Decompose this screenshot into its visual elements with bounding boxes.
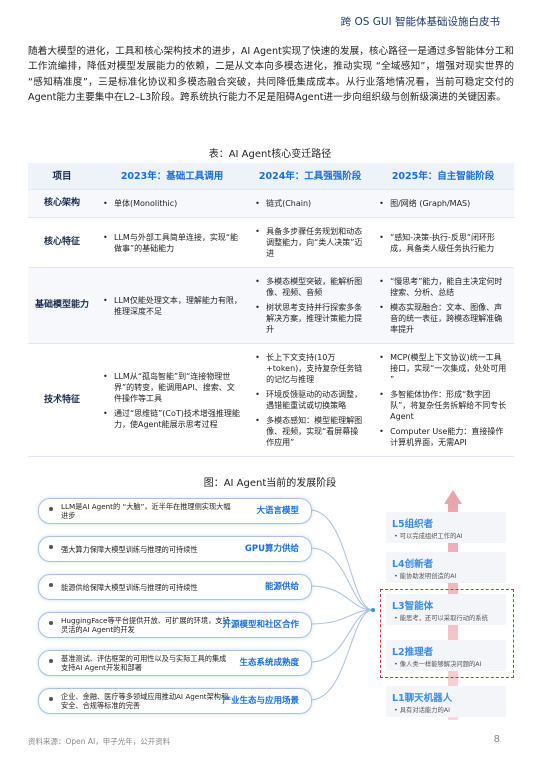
cell-item: 长上下文支持(10万+token)，支持复杂任务链的记忆与推理 [254, 352, 366, 385]
factor-box-energy: 能源供给保障大模型训练与推理的可持续性 能源供给 [38, 574, 312, 600]
level-name: L3智能体 [392, 601, 434, 612]
factor-box-ecosystem: 基准测试、评估框架的可用性以及与实际工具的集成支持AI Agent开发和部署 生… [38, 650, 312, 676]
level-l3: L3智能体 能思考，还可以采取行动的系统 [386, 594, 506, 625]
header-title: 跨 OS GUI 智能体基础设施白皮书 [340, 16, 500, 28]
table-row: 技术特征 LLM从“孤岛智能”到“连接物理世界”的转变，能调用API、搜索、文件… [28, 343, 514, 457]
level-desc: 能协助发明创造的AI [394, 571, 457, 580]
connector-lines [309, 509, 375, 701]
level-l5: L5组织者 可以完成组织工作的AI [386, 512, 506, 543]
factor-text: 基准测试、评估框架的可用性以及与实际工具的集成支持AI Agent开发和部署 [61, 654, 227, 672]
table-row: 基础模型能力 LLM仅能处理文本，理解能力有限，推理深度不足 多模态模型突破，能… [28, 267, 514, 344]
intro-paragraph: 随着大模型的进化，工具和核心架构技术的进步，AI Agent实现了快速的发展，核… [28, 46, 514, 104]
bullet-icon [49, 507, 53, 511]
factor-text: 能源供给保障大模型训练与推理的可持续性 [61, 582, 198, 592]
table-header-row: 项目 2023年：基础工具调用 2024年：工具强强阶段 2025年：自主智能阶… [28, 163, 514, 190]
table-caption: 表：AI Agent核心变迁路径 [208, 149, 332, 160]
factor-text: 强大算力保障大模型训练与推理的可持续性 [61, 544, 198, 554]
level-desc: 具有对话能力的AI [394, 705, 450, 714]
row-label: 基础模型能力 [28, 267, 96, 344]
agent-stage-diagram: LLM是AI Agent的 “大脑”，近半年在推理侧实现大幅进步 大语言模型 强… [28, 490, 518, 730]
bullet-icon [49, 583, 53, 587]
factor-text: LLM是AI Agent的 “大脑”，近半年在推理侧实现大幅进步 [61, 502, 231, 520]
agent-evolution-table: 项目 2023年：基础工具调用 2024年：工具强强阶段 2025年：自主智能阶… [28, 163, 514, 457]
level-desc: 可以完成组织工作的AI [394, 531, 463, 540]
level-desc: 能思考，还可以采取行动的系统 [394, 613, 488, 622]
factor-box-llm: LLM是AI Agent的 “大脑”，近半年在推理侧实现大幅进步 大语言模型 [38, 498, 312, 524]
page-number: 8 [493, 734, 500, 745]
cell-item: 模态实现融合：文本、图像、声音的统一表征，跨模态理解准确率提升 [378, 302, 508, 335]
factor-box-opensource: HuggingFace等平台提供开放、可扩展的环境，支持灵活的AI Agent的… [38, 612, 312, 638]
cell-item: 多智能体协作：形成“数字团队”，将复杂任务拆解给不同专长Agent [378, 389, 508, 422]
source-note: 资料来源：Open AI，甲子光年，公开资料 [28, 737, 171, 746]
factor-label: GPU算力供给 [244, 544, 299, 554]
factor-label: 开源模型和社区合作 [222, 620, 299, 630]
cell-item: 多模态模型突破，能解析图像、视频、音频 [254, 276, 366, 298]
cell-item: 图/网络 (Graph/MAS) [378, 198, 508, 209]
factor-box-gpu: 强大算力保障大模型训练与推理的可持续性 GPU算力供给 [38, 536, 312, 562]
level-name: L2推理者 [392, 647, 434, 658]
cell-item: LLM与外部工具简单连接，实现“能做事”的基础能力 [102, 232, 242, 254]
level-name: L1聊天机器人 [392, 693, 453, 704]
level-name: L4创新者 [392, 559, 434, 570]
cell-item: 环境反馈驱动的动态调整，遇错能重试或切换策略 [254, 389, 366, 411]
row-label: 核心架构 [28, 189, 96, 218]
bullet-icon [49, 545, 53, 549]
table-header-2025: 2025年：自主智能阶段 [372, 163, 514, 190]
table-header-2024: 2024年：工具强强阶段 [248, 163, 373, 190]
cell-item: 通过“思维链”(CoT)技术增强推理能力，使Agent能展示思考过程 [102, 408, 242, 430]
cell-item: “慢思考”能力，能自主决定何时搜索、分析、总结 [378, 276, 508, 298]
factor-label: 产业生态与应用场景 [222, 696, 299, 706]
factor-label: 大语言模型 [256, 506, 299, 516]
cell-item: MCP(模型上下文协议)统一工具接口，实现“一次集成，处处可用 ” [378, 352, 508, 385]
row-label: 技术特征 [28, 343, 96, 457]
current-stage-highlight [380, 589, 514, 678]
table-header-2023: 2023年：基础工具调用 [96, 163, 249, 190]
level-l4: L4创新者 能协助发明创造的AI [386, 552, 506, 583]
cell-item: “感知-决策-执行-反思”闭环形成，具备类人级任务执行能力 [378, 232, 508, 254]
bullet-icon [49, 659, 53, 663]
cell-item: 多模态感知：模型能理解图像、视频，实现“看屏幕操作应用” [254, 415, 366, 448]
factor-label: 生态系统成熟度 [239, 658, 299, 668]
cell-item: 具备多步骤任务规划和动态调整能力，向“类人决策”迈进 [254, 226, 366, 259]
cell-item: LLM仅能处理文本，理解能力有限，推理深度不足 [102, 295, 242, 317]
cell-item: 链式(Chain) [254, 198, 366, 209]
factor-text: HuggingFace等平台提供开放、可扩展的环境，支持灵活的AI Agent的… [61, 616, 230, 634]
level-l1: L1聊天机器人 具有对话能力的AI [386, 686, 506, 717]
table-row: 核心特征 LLM与外部工具简单连接，实现“能做事”的基础能力 具备多步骤任务规划… [28, 217, 514, 268]
cell-item: 单体(Monolithic) [102, 198, 242, 209]
cell-item: LLM从“孤岛智能”到“连接物理世界”的转变，能调用API、搜索、文件操作等工具 [102, 371, 242, 404]
factor-label: 能源供给 [264, 582, 299, 592]
level-l2: L2推理者 像人类一样能够解决问题的AI [386, 640, 506, 671]
table-header-item: 项目 [28, 163, 96, 190]
cell-item: 树状思考支持并行探索多条解决方案，推理计策能力提升 [254, 302, 366, 335]
level-desc: 像人类一样能够解决问题的AI [394, 659, 482, 668]
bullet-icon [49, 697, 53, 701]
row-label: 核心特征 [28, 217, 96, 268]
table-row: 核心架构 单体(Monolithic) 链式(Chain) 图/网络 (Grap… [28, 189, 514, 218]
level-name: L5组织者 [392, 519, 434, 530]
bullet-icon [49, 621, 53, 625]
cell-item: Computer Use能力：直接操作计算机界面，无需API [378, 426, 508, 448]
factor-text: 企业、金融、医疗等多领域应用推动AI Agent架构和安全、合规等标准的完善 [61, 692, 229, 710]
diagram-caption: 图：AI Agent当前的发展阶段 [203, 478, 337, 489]
factor-box-industry: 企业、金融、医疗等多领域应用推动AI Agent架构和安全、合规等标准的完善 产… [38, 688, 312, 714]
